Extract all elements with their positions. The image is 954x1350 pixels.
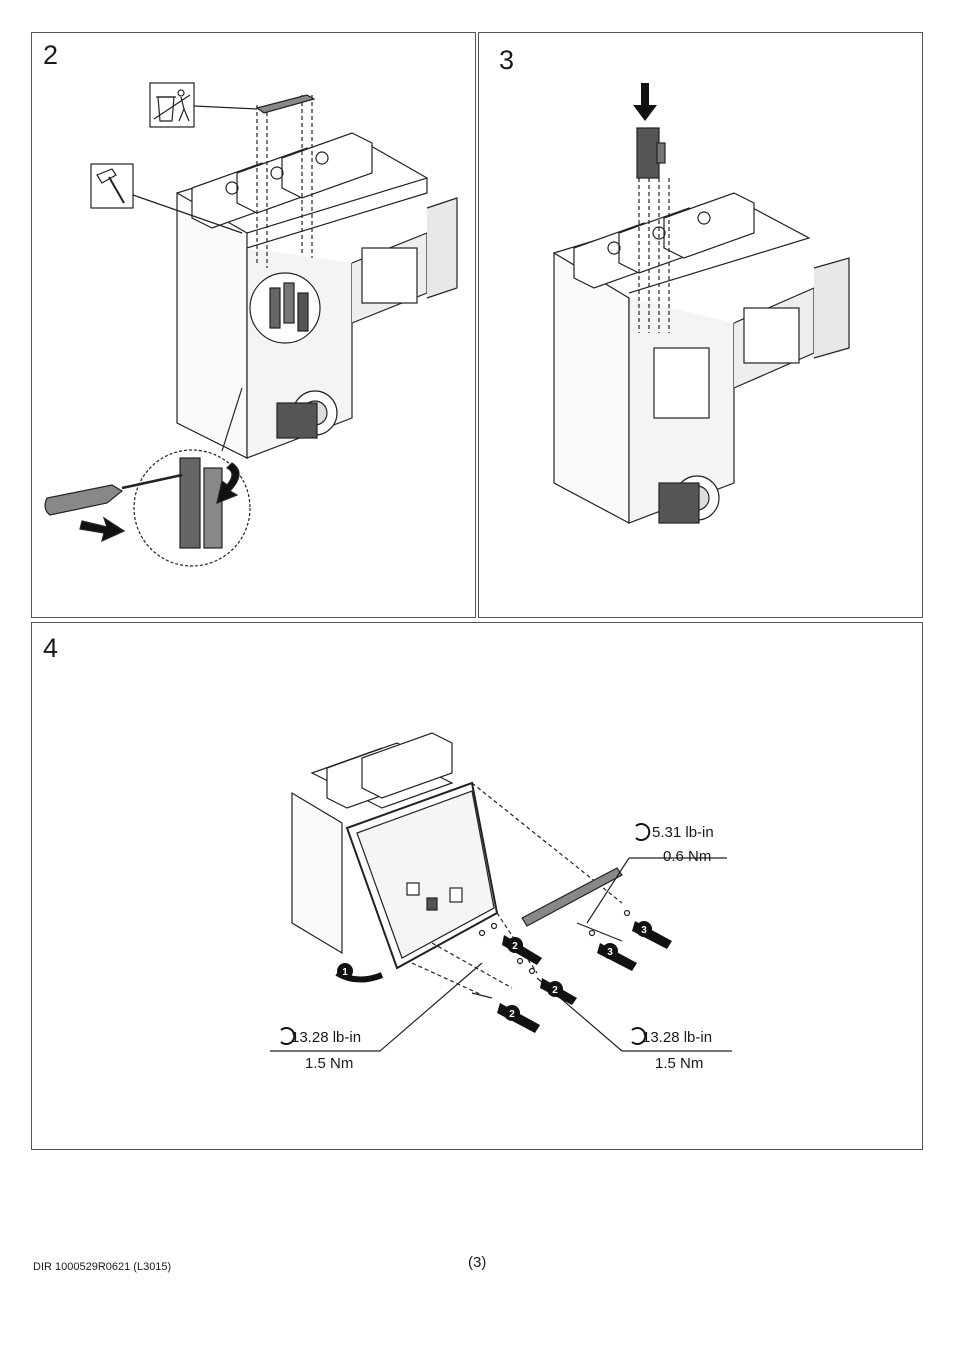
svg-text:1: 1 (342, 967, 348, 978)
hammer-icon (90, 163, 134, 209)
step-number: 4 (43, 633, 59, 663)
step-4-illustration: 2 2 2 3 3 1 (270, 732, 732, 1052)
svg-text:2: 2 (512, 941, 518, 952)
callout-3a: 3 (597, 943, 637, 971)
svg-text:3: 3 (641, 925, 647, 936)
arrow-down-icon (633, 83, 657, 121)
torque-top-right-nm: 0.6 Nm (663, 848, 712, 865)
step-number: 3 (499, 45, 515, 75)
svg-text:2: 2 (552, 985, 558, 996)
callout-2a: 2 (502, 935, 542, 965)
svg-text:2: 2 (509, 1009, 515, 1020)
step-2-illustration (44, 82, 458, 567)
torque-bottom-left-lbin: 13.28 lb-in (291, 1029, 362, 1046)
step-2-panel: 2 (31, 32, 476, 618)
page-number: (3) (468, 1254, 487, 1271)
callout-3b: 3 (632, 921, 672, 949)
trash-bin-icon (149, 82, 195, 128)
step-3-panel: 3 (478, 32, 923, 618)
torque-bottom-right-nm: 1.5 Nm (655, 1055, 704, 1072)
step-number: 2 (43, 40, 59, 70)
document-id: DIR 1000529R0621 (L3015) (33, 1261, 172, 1273)
step-4-panel: 4 (31, 622, 923, 1150)
callout-1: 1 (337, 963, 353, 979)
svg-text:3: 3 (607, 947, 613, 958)
torque-icon (280, 823, 651, 1045)
callout-2c: 2 (497, 1003, 540, 1033)
torque-top-right-lbin: 5.31 lb-in (652, 824, 714, 841)
callout-2b: 2 (540, 978, 577, 1005)
step-3-illustration (553, 83, 850, 524)
torque-bottom-left-nm: 1.5 Nm (305, 1055, 354, 1072)
torque-bottom-right-lbin: 13.28 lb-in (642, 1029, 713, 1046)
callout-arrows: 2 2 2 3 3 1 (337, 921, 672, 1033)
